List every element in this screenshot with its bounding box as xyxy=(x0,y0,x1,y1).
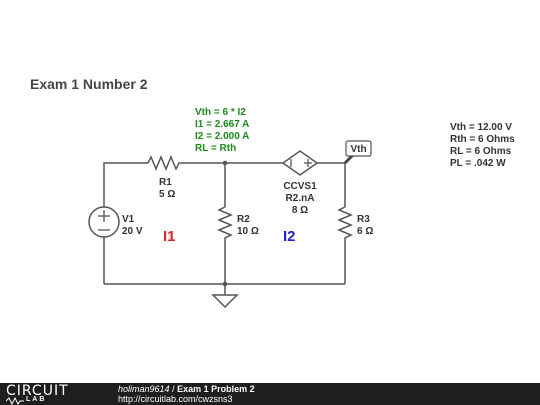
ccvs-source[interactable]: CCVS1 R2.nA 8 Ω xyxy=(281,150,319,216)
circuitlab-logo[interactable]: CIRCUIT xyxy=(6,383,69,399)
r2-name: R2 xyxy=(237,214,250,225)
ccvs-expr: R2.nA xyxy=(286,193,315,204)
r1-name: R1 xyxy=(159,177,172,188)
resistor-r2[interactable]: R2 10 Ω xyxy=(217,206,259,240)
logo-wave-icon xyxy=(6,397,24,405)
footer-bar: CIRCUIT LAB holiman9614 / Exam 1 Problem… xyxy=(0,383,540,405)
mesh-label-i2: I2 xyxy=(283,228,296,245)
equations-block: Vth = 6 * I2 I1 = 2.667 A I2 = 2.000 A R… xyxy=(195,107,249,154)
vth-probe[interactable]: Vth xyxy=(343,140,372,165)
resistor-zigzag xyxy=(217,206,233,240)
ccvs-value: 8 Ω xyxy=(292,205,308,216)
r2-value: 10 Ω xyxy=(237,226,259,237)
voltage-source-v1[interactable]: V1 20 V xyxy=(88,206,143,238)
probe-tag xyxy=(345,140,372,157)
equation-line: I2 = 2.000 A xyxy=(195,131,249,142)
footer-project-line: holiman9614 / Exam 1 Problem 2 xyxy=(118,384,255,394)
r1-value: 5 Ω xyxy=(159,189,175,200)
mesh-label-i1: I1 xyxy=(163,228,176,245)
wire xyxy=(103,162,148,207)
results-block: Vth = 12.00 V Rth = 6 Ohms RL = 6 Ohms P… xyxy=(450,122,515,169)
r3-name: R3 xyxy=(357,214,370,225)
ground-icon[interactable] xyxy=(211,294,239,309)
page-title: Exam 1 Number 2 xyxy=(30,76,148,92)
equation-line: RL = Rth xyxy=(195,143,236,154)
v1-name: V1 xyxy=(122,214,135,225)
result-line: Vth = 12.00 V xyxy=(450,122,512,133)
circuitlab-logo-sub: LAB xyxy=(26,396,47,403)
resistor-zigzag xyxy=(337,206,353,240)
equation-line: I1 = 2.667 A xyxy=(195,119,249,130)
junction-dot xyxy=(222,160,228,166)
resistor-r1[interactable]: R1 5 Ω xyxy=(147,155,182,200)
junction-dot xyxy=(222,281,228,287)
r3-value: 6 Ω xyxy=(357,226,373,237)
result-line: PL = .042 W xyxy=(450,158,506,169)
wire xyxy=(317,162,346,207)
diamond-icon xyxy=(281,150,319,176)
project-url[interactable]: http://circuitlab.com/cwzsns3 xyxy=(118,394,233,404)
equation-line: Vth = 6 * I2 xyxy=(195,107,246,118)
resistor-zigzag xyxy=(147,155,182,171)
project-title[interactable]: Exam 1 Problem 2 xyxy=(177,384,255,394)
ccvs-name: CCVS1 xyxy=(283,181,317,192)
footer-separator: / xyxy=(169,384,178,394)
probe-label: Vth xyxy=(350,144,366,155)
result-line: Rth = 6 Ohms xyxy=(450,134,515,145)
resistor-r3[interactable]: R3 6 Ω xyxy=(337,206,373,240)
v1-value: 20 V xyxy=(122,226,143,237)
result-line: RL = 6 Ohms xyxy=(450,146,512,157)
author-link[interactable]: holiman9614 xyxy=(118,384,170,394)
